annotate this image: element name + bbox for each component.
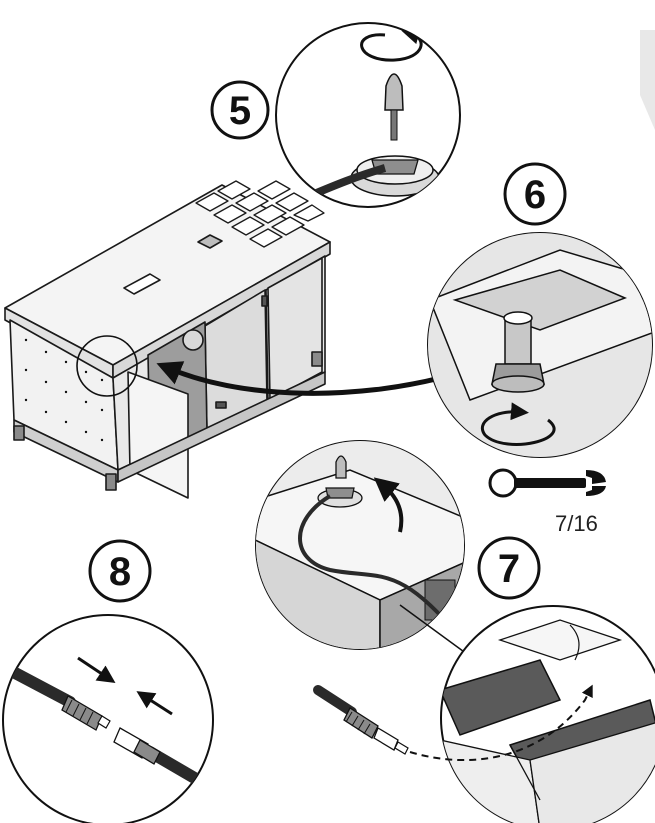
step-7-label: 7 [498, 547, 520, 591]
step-8-badge: 8 [88, 539, 152, 603]
rotate-arrow-icon [360, 26, 423, 62]
step-5-detail [275, 22, 461, 208]
foam-panel-upper [441, 659, 562, 736]
pointer-arrow [156, 361, 441, 396]
antenna-cap [384, 73, 404, 111]
roof-slot [123, 273, 161, 295]
inner-port [182, 329, 204, 351]
step-6-badge: 6 [503, 162, 567, 226]
step-5-badge: 5 [210, 80, 270, 140]
step-6-detail [427, 232, 653, 458]
cable-connector-7 [313, 685, 409, 755]
step-8-label: 8 [109, 550, 131, 594]
routed-cable [298, 494, 464, 649]
roof-mount-plate [197, 234, 223, 249]
wrench-icon [488, 468, 606, 498]
step-7-detail [255, 440, 465, 650]
detail-callout-circle [76, 335, 138, 397]
step-6-label: 6 [524, 173, 546, 217]
wrench-size-label: 7/16 [555, 511, 598, 536]
push-arrow-left-icon [77, 656, 116, 683]
cable-route-dashed-arrow [409, 684, 593, 762]
open-door [127, 371, 189, 499]
cabinet-unit [4, 180, 331, 499]
push-arrow-right-icon [136, 691, 173, 716]
step-8-detail [2, 614, 214, 823]
step-7-badge: 7 [477, 536, 541, 600]
route-arrow-icon [373, 477, 404, 533]
tighten-arrow-icon [481, 402, 556, 446]
roof-vents [195, 180, 325, 248]
step-5-label: 5 [229, 89, 251, 133]
page-edge-mark [640, 30, 655, 130]
